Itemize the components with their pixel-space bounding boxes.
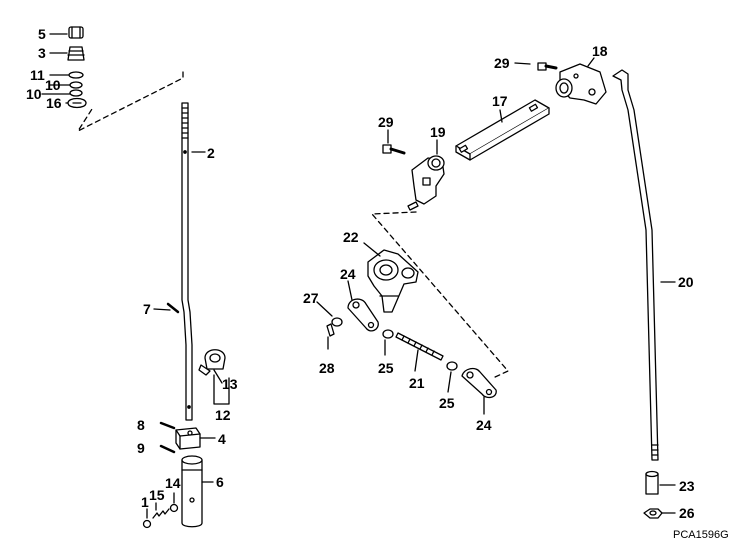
part-18-fitting xyxy=(555,63,607,105)
callout-14: 14 xyxy=(165,475,181,491)
part-5-cap-nut xyxy=(68,26,84,39)
callout-24-upper: 24 xyxy=(340,266,356,282)
callout-7: 7 xyxy=(143,301,151,317)
part-26-nut xyxy=(643,508,663,519)
callout-24-lower: 24 xyxy=(476,417,492,433)
part-17-bar xyxy=(455,99,550,161)
part-24-link-upper xyxy=(347,298,379,332)
leader-lines xyxy=(41,33,676,519)
callout-20: 20 xyxy=(678,274,694,290)
callout-25-right: 25 xyxy=(439,395,455,411)
part-19-lever xyxy=(407,155,445,211)
part-24-link-lower xyxy=(461,367,497,399)
callout-17: 17 xyxy=(492,93,508,109)
callout-13: 13 xyxy=(222,376,238,392)
part-27-washer xyxy=(331,317,343,327)
part-6-tube xyxy=(181,455,203,528)
part-25-washer-right xyxy=(446,361,458,371)
callout-22: 22 xyxy=(343,229,359,245)
callout-19: 19 xyxy=(430,124,446,140)
callout-28: 28 xyxy=(319,360,335,376)
part-14-ball xyxy=(169,503,179,513)
part-10-o-ring xyxy=(69,81,83,89)
part-23-sleeve xyxy=(645,470,659,495)
part-21-threaded-rod xyxy=(395,332,444,361)
part-22-lever xyxy=(367,249,419,313)
callout-9: 9 xyxy=(137,440,145,456)
part-25-washer-left xyxy=(382,329,394,339)
callout-23: 23 xyxy=(679,478,695,494)
part-4-block xyxy=(175,427,201,450)
callout-1: 1 xyxy=(141,494,149,510)
callout-4: 4 xyxy=(218,431,226,447)
callout-29-top: 29 xyxy=(494,55,510,71)
part-8-pin xyxy=(159,421,176,430)
callout-27: 27 xyxy=(303,290,319,306)
callout-21: 21 xyxy=(409,375,425,391)
part-7-pin xyxy=(166,302,180,314)
dashed-guide-left xyxy=(77,71,184,132)
callout-16: 16 xyxy=(46,95,62,111)
part-29-screw-top xyxy=(537,62,558,71)
callout-3: 3 xyxy=(38,45,46,61)
part-3-fitting xyxy=(67,46,85,61)
part-20-rod xyxy=(612,69,659,461)
part-1-ball xyxy=(142,519,152,529)
callout-10: 10 xyxy=(26,86,42,102)
callout-12: 12 xyxy=(215,407,231,423)
part-10-o-ring-2 xyxy=(69,89,83,97)
callout-25-left: 25 xyxy=(378,360,394,376)
callout-15: 15 xyxy=(149,487,165,503)
callout-2: 2 xyxy=(207,145,215,161)
callout-8: 8 xyxy=(137,417,145,433)
part-11-washer xyxy=(68,71,84,79)
callout-18: 18 xyxy=(592,43,608,59)
part-13-clip xyxy=(198,349,226,376)
part-9-pin xyxy=(159,444,176,454)
part-15-spring xyxy=(152,508,170,519)
part-29-screw-mid xyxy=(382,144,406,155)
figure-reference-code: PCA1596G xyxy=(673,529,729,541)
callout-12-bracket xyxy=(213,374,230,405)
callout-26: 26 xyxy=(679,505,695,521)
callout-6: 6 xyxy=(216,474,224,490)
dashed-guide-right xyxy=(371,211,509,379)
part-28-pin xyxy=(326,323,335,337)
part-16-clip xyxy=(67,97,87,109)
part-2-shift-rod xyxy=(181,102,193,421)
callout-29-mid: 29 xyxy=(378,114,394,130)
callout-11: 11 xyxy=(30,67,45,83)
callout-5: 5 xyxy=(38,26,46,42)
callout-10: 10 xyxy=(45,77,61,93)
